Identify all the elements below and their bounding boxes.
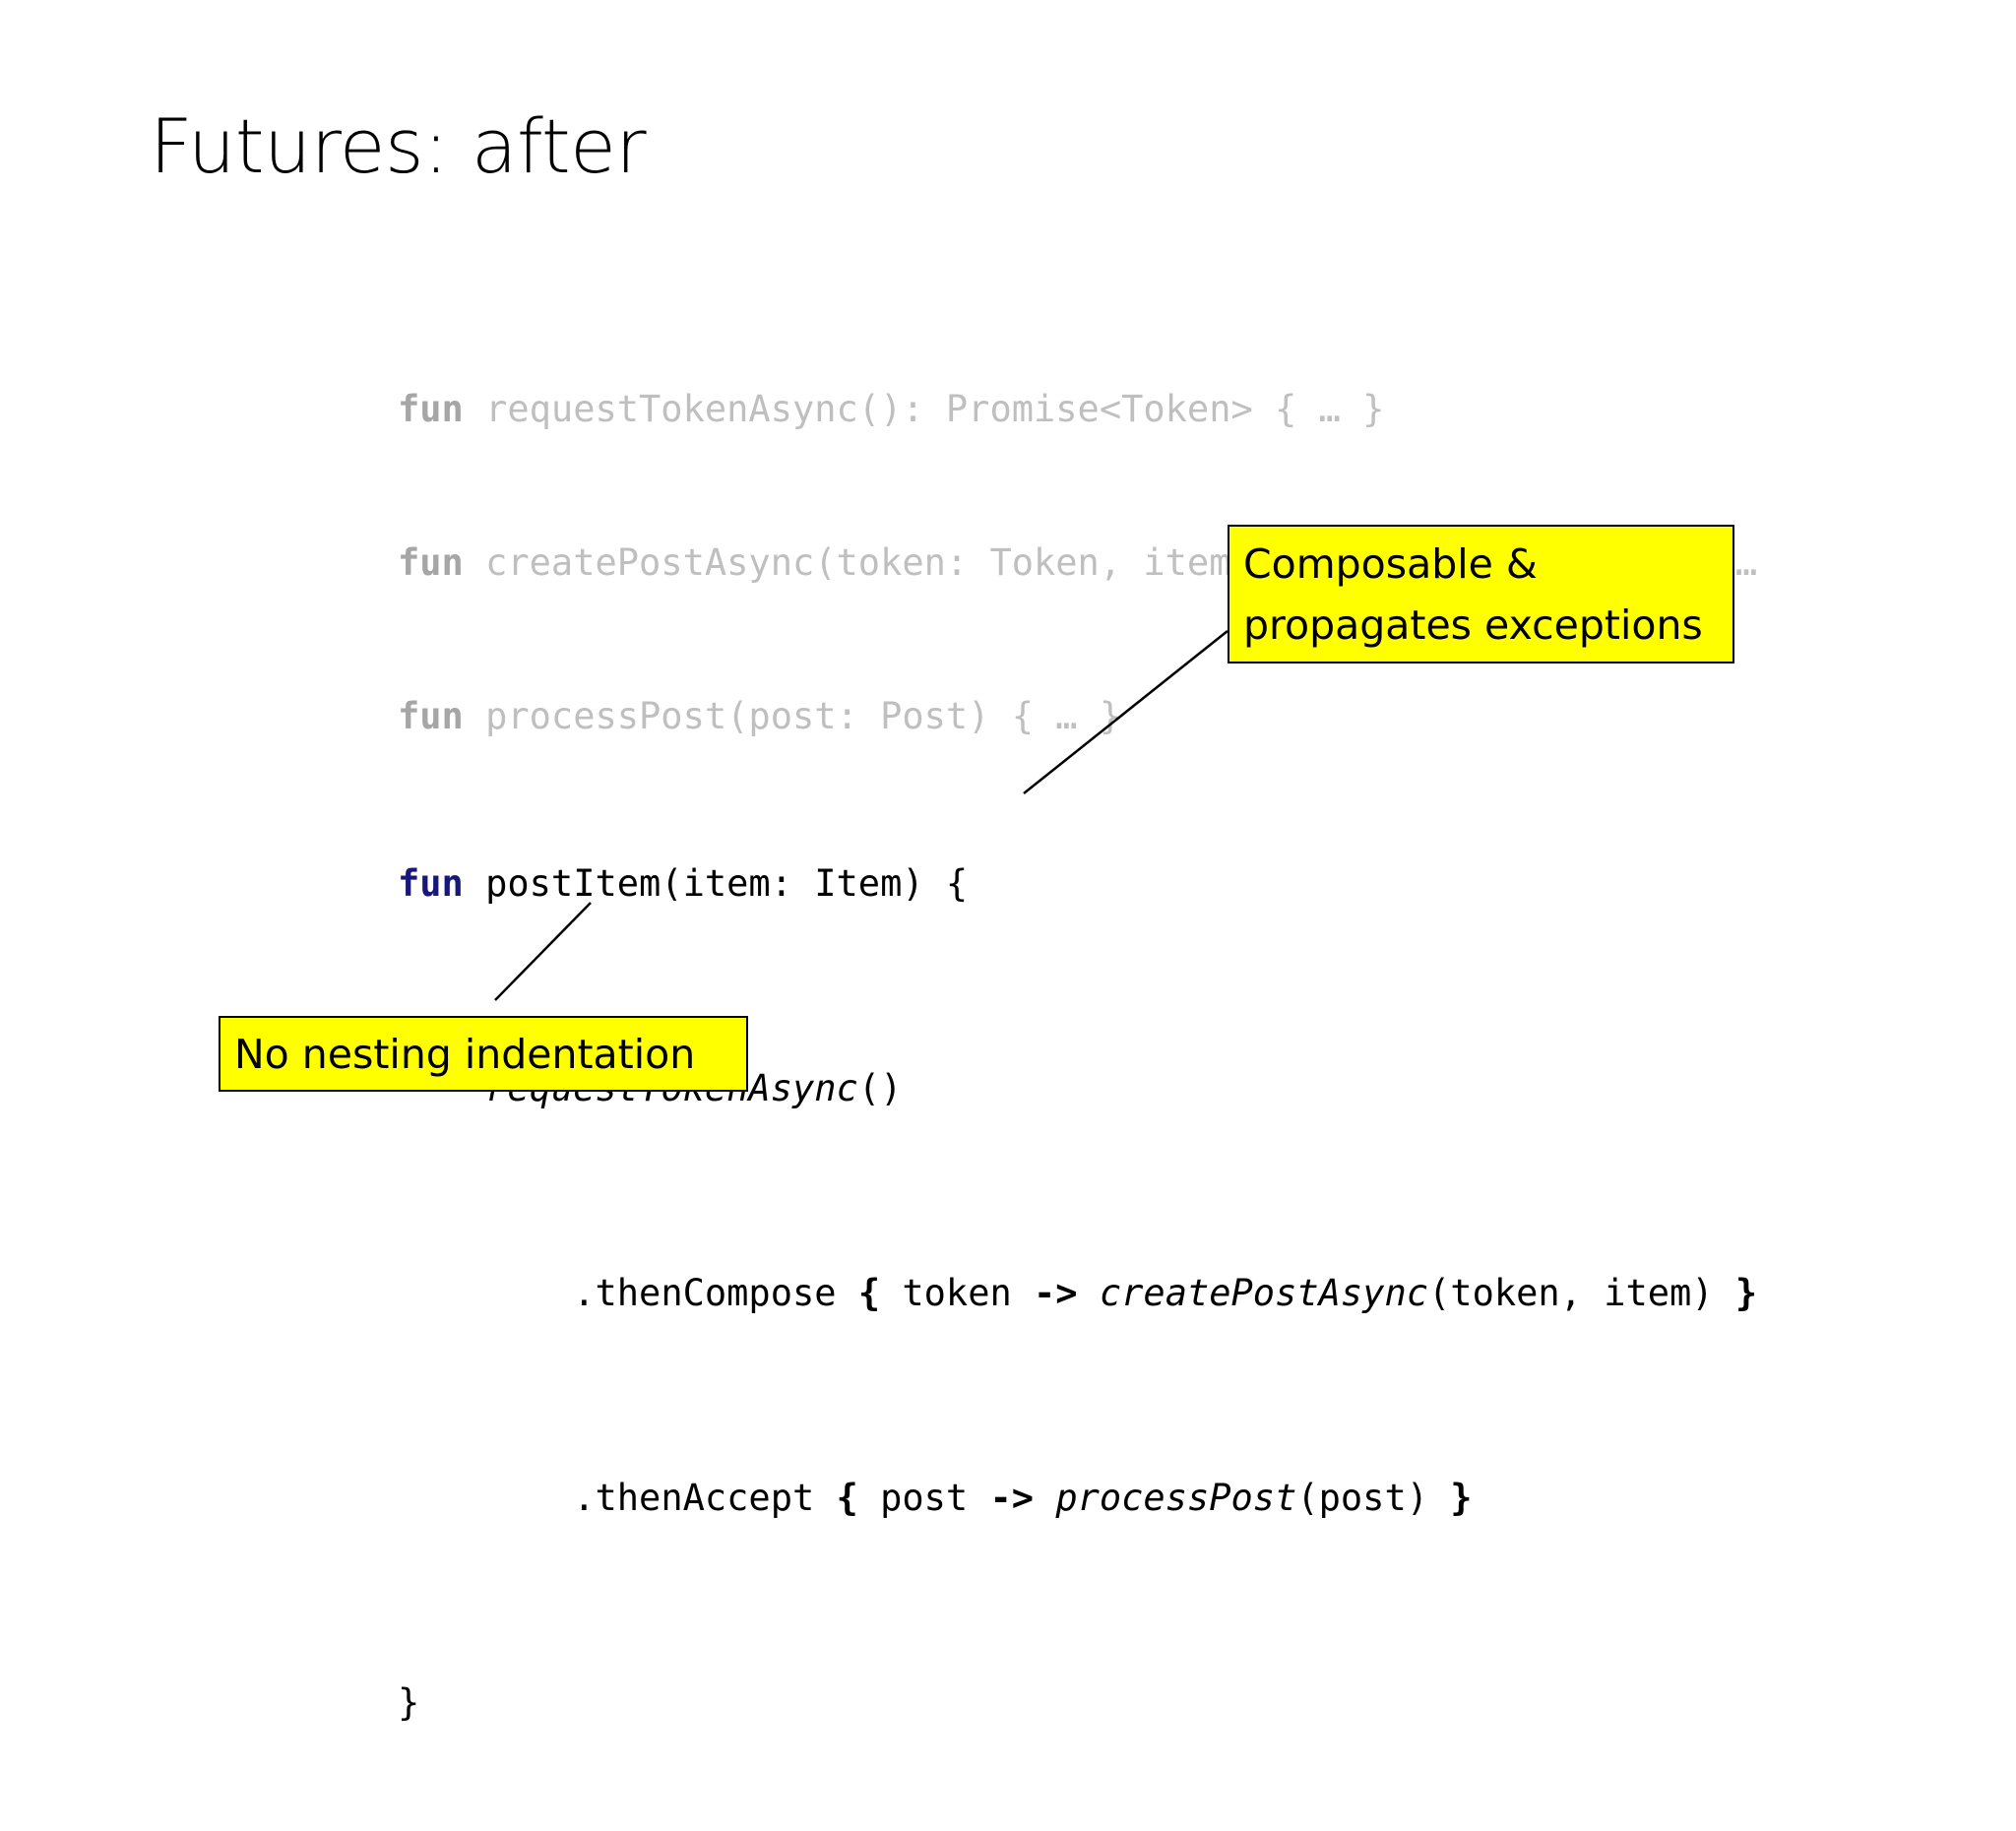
method-then-accept: .thenAccept: [573, 1477, 837, 1519]
brace-close: }: [1450, 1477, 1473, 1519]
keyword-fun: fun: [398, 541, 464, 584]
indent: [398, 1477, 573, 1519]
method-then-compose: .thenCompose: [573, 1272, 858, 1314]
lambda-param-post: post: [857, 1477, 990, 1519]
keyword-fun: fun: [398, 388, 464, 430]
callout-composable-line-2: propagates exceptions: [1243, 600, 1703, 649]
code-line-then-accept: .thenAccept { post -> processPost(post) …: [398, 1473, 1757, 1524]
args-create-post-async: (token, item): [1428, 1272, 1735, 1314]
signature-text-1: requestTokenAsync(): Promise<Token> { … …: [463, 388, 1385, 430]
brace-open: {: [836, 1477, 858, 1519]
keyword-fun: fun: [398, 695, 464, 737]
callout-no-nesting-line-1: No nesting indentation: [234, 1030, 696, 1078]
args-process-post: (post): [1296, 1477, 1451, 1519]
page-title: Futures: after: [150, 102, 647, 190]
callout-composable: Composable & propagates exceptions: [1228, 525, 1734, 663]
space: [1034, 1477, 1055, 1519]
code-line-then-compose: .thenCompose { token -> createPostAsync(…: [398, 1268, 1757, 1319]
lambda-param-token: token: [880, 1272, 1035, 1314]
code-line-postitem-signature: fun postItem(item: Item) {: [398, 858, 1757, 910]
postitem-signature-text: postItem(item: Item) {: [463, 862, 969, 905]
callout-composable-line-1: Composable &: [1243, 539, 1538, 588]
brace-close: }: [1734, 1272, 1758, 1314]
call-create-post-async: createPostAsync: [1099, 1272, 1429, 1314]
parens: (): [857, 1067, 903, 1109]
keyword-fun: fun: [398, 862, 464, 905]
indent: [398, 1272, 573, 1314]
callout-no-nesting: No nesting indentation: [219, 1016, 748, 1092]
main-code-sample: fun postItem(item: Item) { requestTokenA…: [398, 705, 1757, 1831]
lambda-arrow: ->: [989, 1477, 1035, 1519]
call-process-post: processPost: [1055, 1477, 1297, 1519]
code-line-closing-brace: }: [398, 1681, 420, 1724]
lambda-arrow: ->: [1034, 1272, 1078, 1314]
slide-canvas: Futures: after fun requestTokenAsync(): …: [150, 102, 1758, 1724]
brace-open: {: [857, 1272, 881, 1314]
space: [1078, 1272, 1100, 1314]
signature-line-1: fun requestTokenAsync(): Promise<Token> …: [398, 384, 1757, 435]
